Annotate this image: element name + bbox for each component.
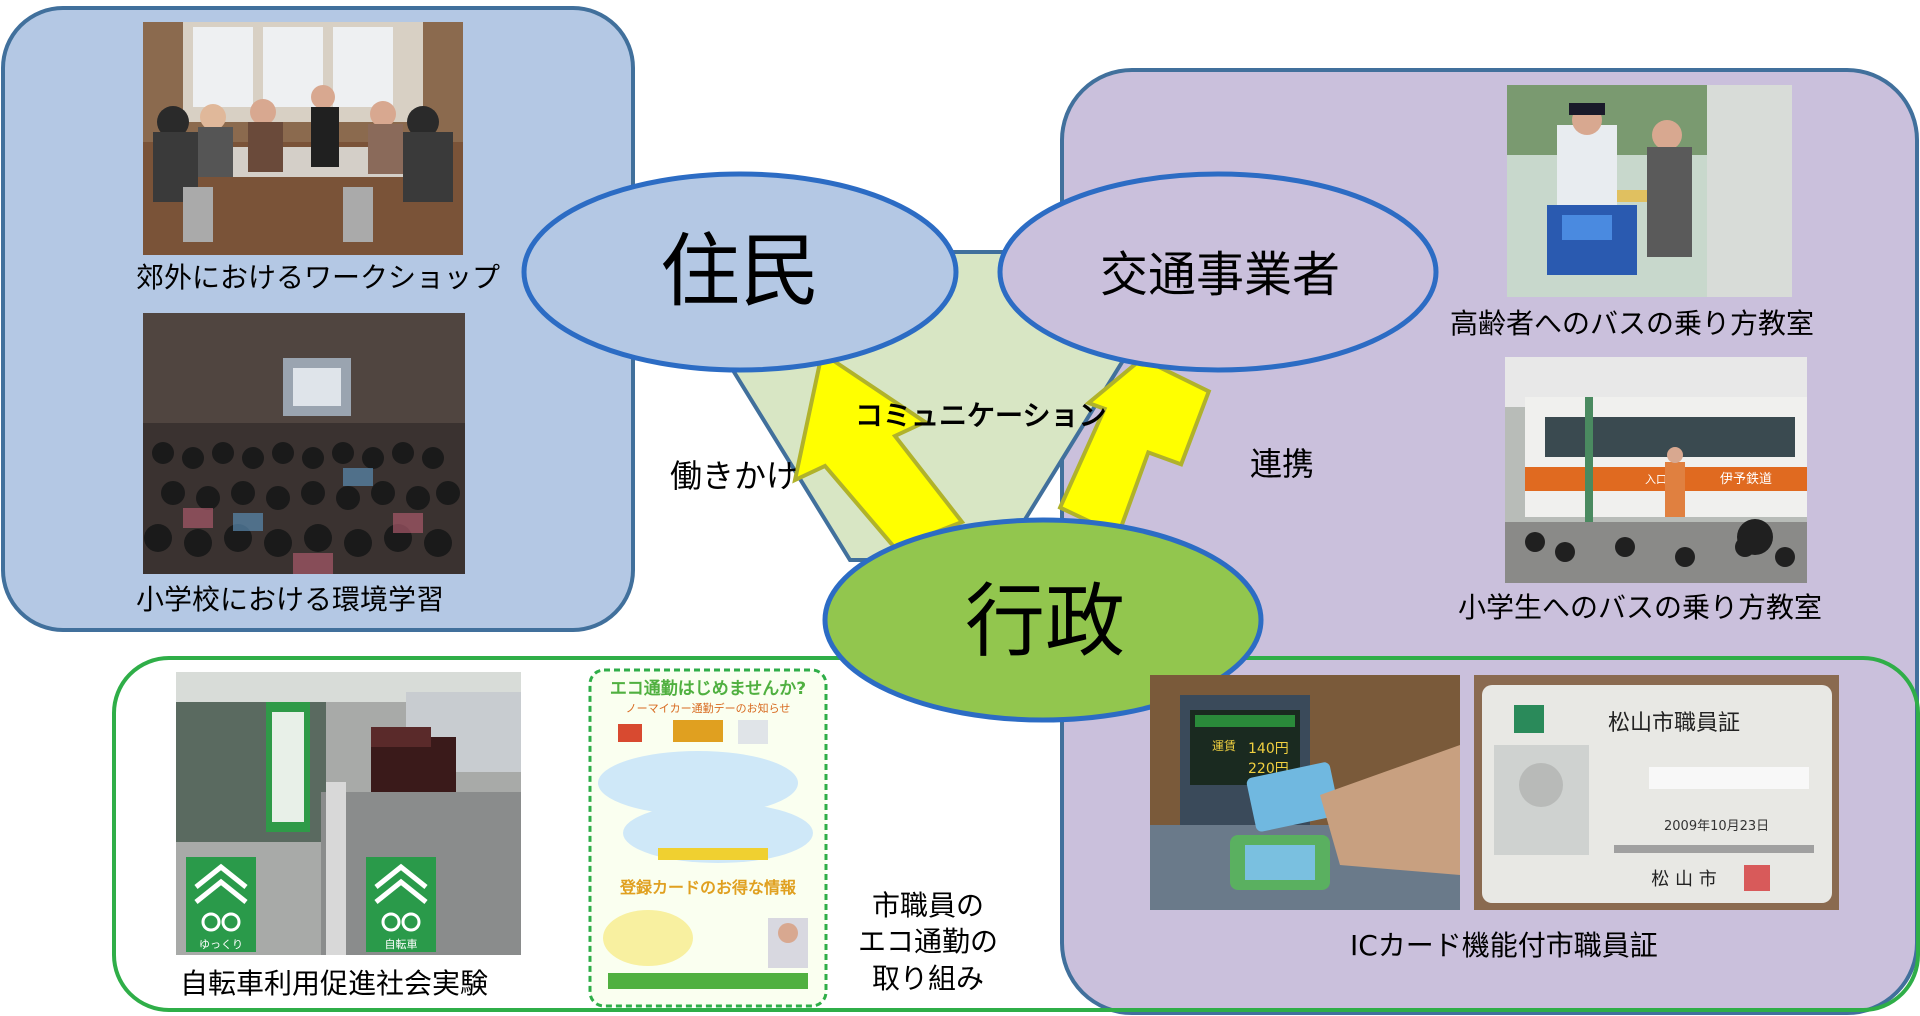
residents-node bbox=[521, 171, 959, 373]
kids-bus-photo: 伊予鉄道 入口 bbox=[1505, 357, 1807, 583]
eco-flyer-image: エコ通勤はじめませんか? ノーマイカー通勤デーのお知らせ 登録カードのお得な情報 bbox=[588, 668, 828, 1008]
workshop-photo bbox=[143, 22, 463, 255]
lane-sign-text-2: 自転車 bbox=[385, 937, 418, 951]
transport-label: 交通事業者 bbox=[1099, 247, 1340, 303]
card-city: 松 山 市 bbox=[1651, 869, 1716, 890]
cooperation-arrow bbox=[1057, 356, 1212, 538]
approach-arrow bbox=[792, 349, 966, 551]
residents-label: 住民 bbox=[660, 225, 820, 318]
elderly-bus-caption: 高齢者へのバスの乗り方教室 bbox=[1450, 307, 1815, 340]
bicycle-photo: ゆっくり 自転車 bbox=[176, 672, 521, 955]
approach-label: 働きかけ bbox=[670, 457, 799, 495]
flyer-card-title: 登録カードのお得な情報 bbox=[619, 878, 797, 897]
transport-node bbox=[997, 171, 1439, 373]
lane-sign-text-1: ゆっくり bbox=[199, 938, 243, 951]
school-env-photo bbox=[143, 313, 465, 574]
school-env-caption: 小学校における環境学習 bbox=[136, 583, 445, 616]
flyer-title: エコ通勤はじめませんか? bbox=[610, 679, 806, 699]
flyer-subtitle: ノーマイカー通勤デーのお知らせ bbox=[626, 701, 791, 715]
eco-commute-caption: 市職員の エコ通勤の 取り組み bbox=[857, 889, 998, 995]
bicycle-caption: 自転車利用促進社会実験 bbox=[180, 967, 489, 1000]
fare-label: 運賃 bbox=[1212, 738, 1236, 753]
staff-id-card-photo: 松山市職員証 2009年10月23日 松 山 市 bbox=[1474, 675, 1839, 910]
kids-bus-caption: 小学生へのバスの乗り方教室 bbox=[1458, 591, 1823, 624]
elderly-bus-photo bbox=[1507, 85, 1792, 297]
ic-reader-photo: 運賃 140円 220円 bbox=[1150, 675, 1460, 910]
cooperation-label: 連携 bbox=[1250, 445, 1315, 483]
communication-label: コミュニケーション bbox=[855, 399, 1107, 432]
ic-card-caption: ICカード機能付市職員証 bbox=[1350, 929, 1658, 962]
card-date: 2009年10月23日 bbox=[1664, 819, 1769, 834]
card-title: 松山市職員証 bbox=[1608, 711, 1740, 736]
bus-company-text: 伊予鉄道 bbox=[1720, 472, 1772, 487]
fare-1: 140円 bbox=[1248, 741, 1289, 757]
workshop-caption: 郊外におけるワークショップ bbox=[136, 261, 501, 294]
stop-sign-text: 入口 bbox=[1645, 473, 1667, 486]
government-node bbox=[822, 517, 1264, 723]
government-label: 行政 bbox=[965, 575, 1125, 668]
